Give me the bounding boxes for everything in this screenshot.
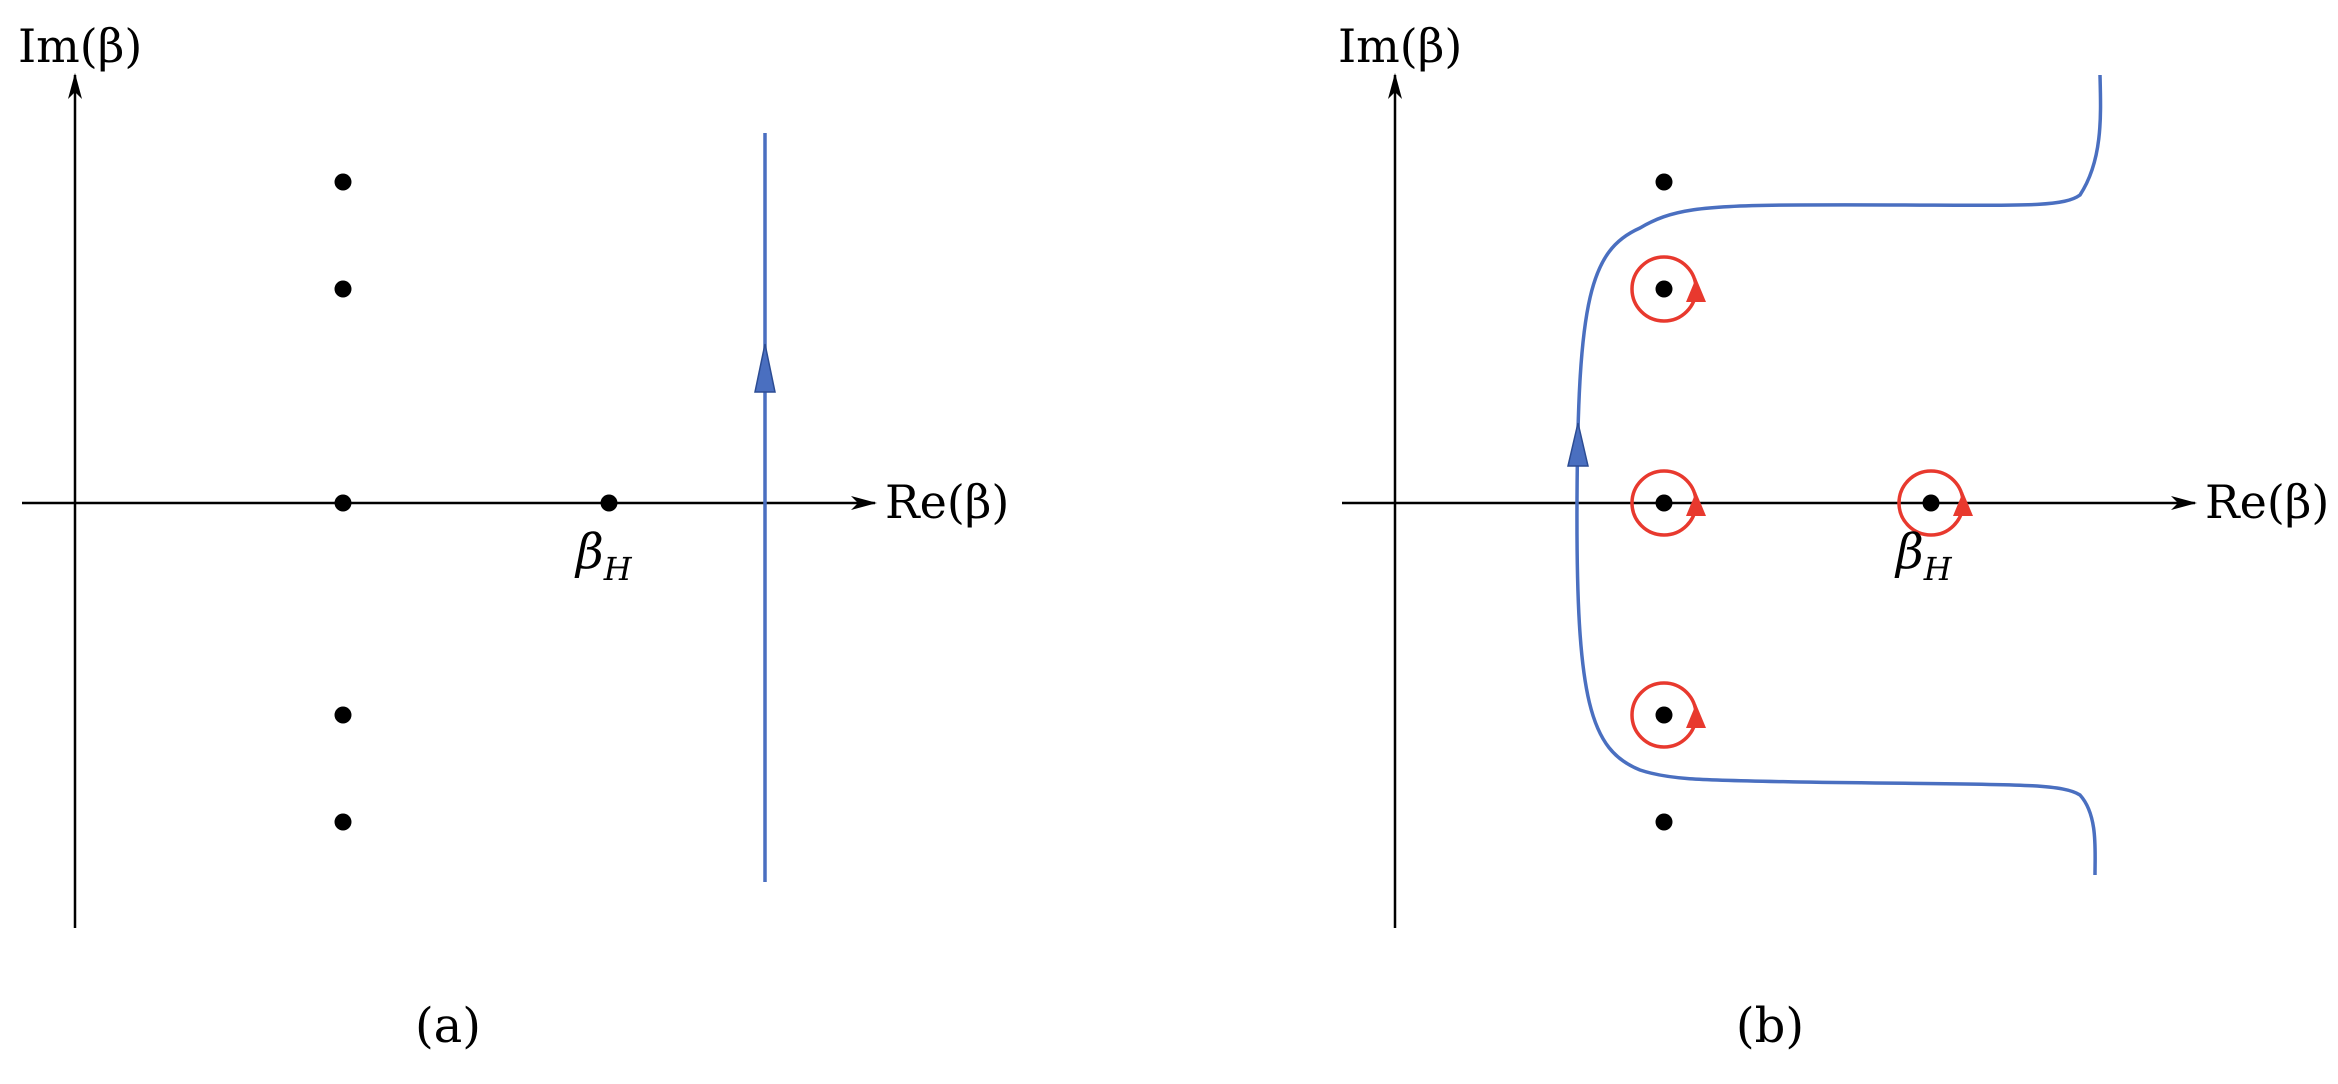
pole-dots bbox=[1655, 173, 1940, 831]
pole-dots bbox=[334, 173, 618, 831]
pole-dot-icon bbox=[1655, 706, 1673, 724]
pole-dot-icon bbox=[334, 813, 352, 831]
pole-dot-icon bbox=[334, 280, 352, 298]
beta-h-label: βH bbox=[574, 524, 633, 588]
pole-dot-icon bbox=[1655, 173, 1673, 191]
y-axis-label: Im(β) bbox=[1338, 19, 1462, 73]
pole-dot-icon bbox=[1655, 813, 1673, 831]
x-axis-label: Re(β) bbox=[2205, 475, 2329, 529]
arrowhead-icon bbox=[1686, 278, 1706, 302]
pole-dot-icon bbox=[334, 706, 352, 724]
pole-dot-icon bbox=[334, 173, 352, 191]
pole-dot-icon bbox=[600, 494, 618, 512]
integration-contour bbox=[1575, 74, 2103, 876]
arrowhead-icon bbox=[754, 343, 776, 393]
arrowhead-icon bbox=[1567, 422, 1589, 467]
x-axis-label: Re(β) bbox=[885, 475, 1009, 529]
panel-a: Re(β) Im(β) βH (a) bbox=[18, 19, 1009, 1054]
residue-arrowheads bbox=[1686, 278, 1973, 728]
pole-dot-icon bbox=[1655, 280, 1673, 298]
arrowhead-icon bbox=[1686, 704, 1706, 728]
pole-dot-icon bbox=[334, 494, 352, 512]
pole-dot-icon bbox=[1922, 494, 1940, 512]
panel-b: Re(β) Im(β) βH bbox=[1338, 19, 2329, 1054]
pole-dot-icon bbox=[1655, 494, 1673, 512]
panel-caption: (b) bbox=[1736, 998, 1804, 1054]
arrowhead-icon bbox=[1686, 492, 1706, 516]
panel-caption: (a) bbox=[415, 998, 481, 1054]
beta-h-label: βH bbox=[1894, 524, 1953, 588]
arrowhead-icon bbox=[1953, 492, 1973, 516]
y-axis-label: Im(β) bbox=[18, 19, 142, 73]
